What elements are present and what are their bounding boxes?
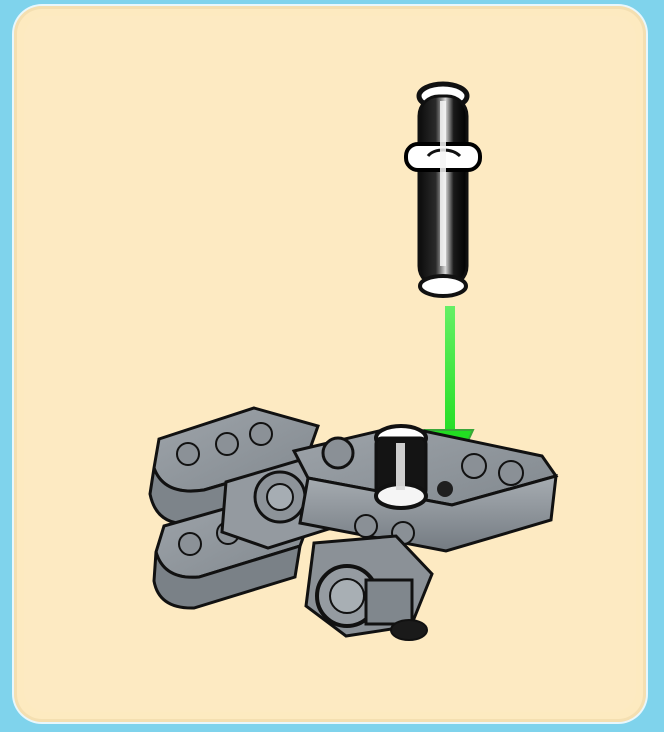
axle-pin-icon	[406, 84, 480, 296]
assembly-illustration	[14, 6, 646, 722]
instruction-panel	[14, 6, 646, 722]
pin-connector-icon	[376, 426, 426, 508]
beam-base-icon	[150, 408, 556, 640]
